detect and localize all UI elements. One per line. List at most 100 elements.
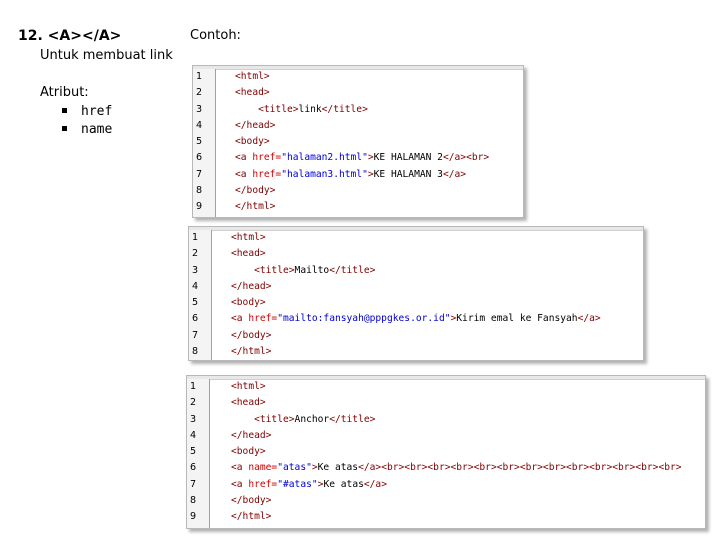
line-number: 5 [190,446,197,458]
code-token: </title> [329,264,376,276]
line-number: 6 [190,462,197,474]
line-number: 8 [190,495,197,507]
code-token: </a> [442,168,467,180]
code-token: </a> [363,478,387,490]
section-heading: 12. <A></A> [18,28,122,44]
code-token: "mailto:fansyah@pppgkes.or.id" [277,313,451,325]
code-token: > [367,152,374,164]
code-token: <html> [231,381,266,392]
code-line: 4 </head> [189,279,643,295]
code-token: <head> [235,87,270,99]
code-text: <body> [235,134,270,150]
code-token: <html> [235,71,270,82]
line-number: 7 [196,168,203,180]
code-line: 4 </head> [187,428,705,444]
code-line: 9</html> [193,199,523,215]
code-token: </html> [235,201,276,213]
code-text: </html> [231,509,271,525]
code-text: </body> [231,493,271,509]
code-lines: 1<html> 2 <head> 3 <title>link</title>4</he… [193,69,523,216]
code-token: > [367,168,374,180]
attributes-title: Atribut: [40,85,89,100]
line-number: 3 [196,103,203,115]
line-number-gutter [193,69,216,217]
line-number: 2 [196,87,203,99]
code-text: <title>Anchor</title> [231,412,375,428]
code-token: </head> [235,119,276,131]
code-token: <a [231,462,249,474]
attributes-list: href name [62,103,112,139]
code-line: 6<a name="atas">Ke atas</a><br><br><br><… [187,460,705,476]
code-token: "halaman2.html" [281,152,368,164]
code-token: <a [235,168,253,180]
code-line: 7<a href="#atas">Ke atas</a> [187,477,705,493]
code-token: href= [248,478,278,490]
code-line: 1<html> [187,379,705,395]
code-text: <a href="halaman3.html">KE HALAMAN 3</a> [235,167,466,183]
code-line: 4</head> [193,118,523,134]
code-text: </html> [235,199,275,215]
code-text: </html> [231,344,271,360]
code-line: 6<a href="mailto:fansyah@pppgkes.or.id">… [189,311,643,327]
square-bullet-icon [62,108,67,113]
code-token: <br> [466,152,490,164]
code-text: <head> [231,395,266,411]
code-text: <body> [231,295,266,311]
code-token: <head> [231,397,266,409]
code-token: Kirim emal ke Fansyah [456,313,578,325]
line-number-gutter [187,379,210,528]
code-token: Ke atas [323,478,364,490]
code-line: 5<body> [187,444,705,460]
code-token: > [311,462,318,474]
code-token: href= [248,313,278,325]
code-token: </body> [235,185,276,197]
code-text: </head> [235,118,275,134]
line-number: 8 [196,185,203,197]
line-number: 6 [196,152,203,164]
code-line: 5<body> [193,134,523,150]
code-token: </html> [231,511,272,523]
code-token: link [298,103,322,115]
code-text: <head> [235,85,270,101]
code-text: <html> [231,379,266,395]
code-text: </head> [231,428,271,444]
code-text: <a href="halaman2.html">KE HALAMAN 2</a>… [235,150,489,166]
line-number: 3 [192,264,199,276]
line-number: 5 [192,297,199,309]
code-token: name= [248,462,278,474]
code-token: href= [252,152,282,164]
code-token: KE HALAMAN 3 [373,168,443,180]
code-token: <title> [231,413,295,425]
code-line: 6 <a href="halaman2.html">KE HALAMAN 2</a… [193,150,523,166]
code-token: KE HALAMAN 2 [373,152,443,164]
code-text: </head> [231,279,271,295]
code-token: </head> [231,280,272,292]
code-token: </body> [231,329,272,341]
line-number: 4 [192,280,199,292]
code-line: 3 <title>Mailto</title> [189,263,643,279]
attribute-item-name: name [62,121,112,139]
code-token: </a> [577,313,601,325]
line-number: 4 [190,429,197,441]
code-token: </title> [321,103,368,115]
code-line: 8 </html> [189,344,643,360]
line-number: 1 [192,232,199,243]
code-token: "halaman3.html" [281,168,368,180]
line-number: 9 [190,511,197,523]
attribute-item-href: href [62,103,112,121]
code-snippet-mailto: 1<html>2<head>3 <title>Mailto</title>4</… [188,226,644,361]
code-token: <a [231,313,249,325]
line-number: 8 [192,346,199,358]
line-number-gutter [189,230,212,360]
code-token: <a [231,478,249,490]
code-text: <title>link</title> [235,102,368,118]
code-token: </html> [231,346,272,358]
code-token: "#atas" [277,478,318,490]
code-text: <html> [235,69,270,85]
line-number: 2 [190,397,197,409]
code-text: <a href="#atas">Ke atas</a> [231,477,387,493]
code-text: <a href="mailto:fansyah@pppgkes.or.id">K… [231,311,601,327]
editor-top-strip [189,227,643,231]
code-token: </body> [231,495,272,507]
code-line: 1<html> [193,69,523,85]
